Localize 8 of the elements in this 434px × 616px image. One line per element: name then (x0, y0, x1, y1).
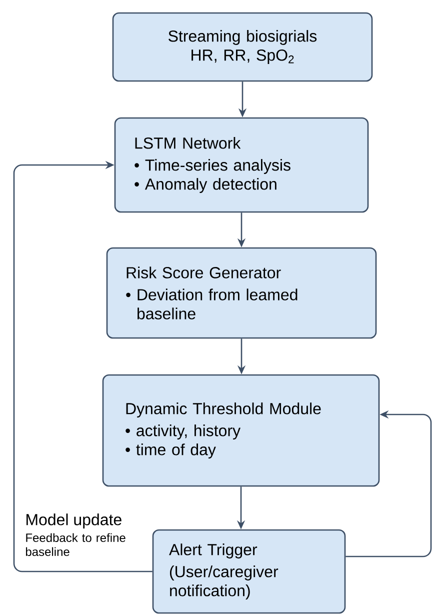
process-box: Risk Score Generator • Deviation from leamed baseline (106, 247, 377, 339)
process-box: LSTM Network • Time-series analysis • Anomaly detection (114, 117, 369, 213)
note-text: Feedback to refine baseline (26, 533, 126, 556)
edge-label: Model update (24, 512, 124, 530)
feedback-arrow (13, 160, 152, 572)
process-box: Dynamic Threshold Module • activity, history • time of day (102, 374, 380, 487)
source-box: Streaming biosigrials HR, RR, SpO$_{2}$ (112, 12, 373, 82)
process-box: Alert Trigger (User/caregiver notification) (152, 529, 346, 614)
